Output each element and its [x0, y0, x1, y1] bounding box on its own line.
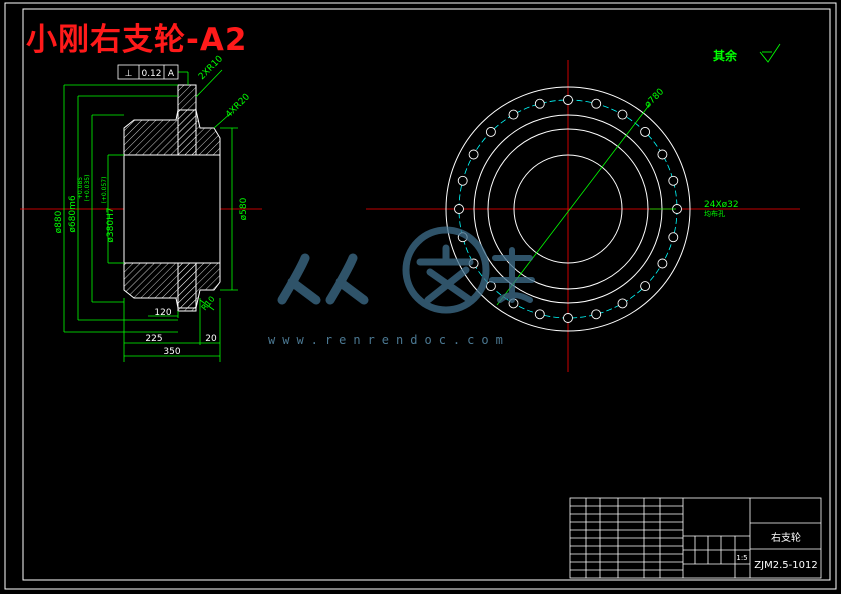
dim-text-120: 120: [154, 308, 171, 318]
diameter-leader: [496, 103, 651, 306]
bolt-hole: [640, 281, 651, 292]
bolt-hole: [563, 95, 573, 105]
outer-border: [4, 2, 837, 590]
tolerance-symbol: ⊥: [125, 69, 133, 79]
watermark-logo-icon: [277, 226, 535, 314]
bolt-holes: [454, 95, 682, 323]
roughness-symbol-icon: [759, 43, 781, 63]
bolt-hole: [454, 204, 464, 214]
title-block-drawing-number: ZJM2.5-1012: [754, 560, 817, 571]
dim-text-680: ø680m6: [68, 195, 78, 232]
title-block: [569, 497, 822, 579]
title-block-part-name: 右支轮: [771, 531, 801, 544]
roughness-note: 其余: [713, 48, 738, 63]
bolt-hole: [657, 149, 668, 160]
bolt-hole: [640, 126, 651, 137]
bolt-hole: [563, 313, 573, 323]
bolt-hole: [468, 149, 479, 160]
dim-text-holes: 24Xø32: [704, 200, 739, 210]
bolt-hole: [617, 298, 628, 309]
dim-text-20: 20: [205, 334, 217, 344]
bolt-hole: [657, 258, 668, 269]
title-block-scale: 1:5: [736, 554, 747, 562]
hub-lower: [123, 262, 221, 309]
dim-text-380: ø380H7: [106, 207, 116, 242]
dim-text-350: 350: [163, 347, 180, 357]
bolt-hole: [534, 309, 545, 320]
inner-border: [22, 8, 831, 581]
dim-text-880: ø880: [54, 210, 64, 233]
hub-upper: [123, 109, 221, 156]
watermark-url: www.renrendoc.com: [268, 333, 510, 347]
bolt-hole: [617, 109, 628, 120]
dim-text-680-upper: +0.085: [77, 177, 84, 199]
dim-text-225: 225: [145, 334, 162, 344]
section-view: ⊥ 0.12 A 2XR10 4XR20 R10 ø880 ø680m6 +0.…: [20, 54, 262, 362]
bolt-hole: [591, 98, 602, 109]
hole-note: 均布孔: [704, 209, 725, 218]
bolt-hole: [591, 309, 602, 320]
bolt-hole: [534, 98, 545, 109]
tolerance-value: 0.12: [141, 69, 161, 79]
end-view: ø780 24Xø32 均布孔: [366, 60, 800, 372]
bolt-hole: [668, 232, 679, 243]
hub-circle: [487, 128, 649, 290]
bore-outline: [123, 154, 221, 264]
bolt-hole: [508, 109, 519, 120]
drawing-title: 小刚右支轮-A2: [26, 22, 248, 58]
bolt-hole: [668, 175, 679, 186]
outer-circle: [445, 86, 691, 332]
callout-4xr20: 4XR20: [224, 92, 252, 120]
bore-circle: [513, 154, 623, 264]
dim-text-580: ø580: [239, 197, 249, 220]
bolt-hole: [457, 175, 468, 186]
datum-letter: A: [168, 69, 175, 79]
dim-text-780: ø780: [643, 87, 666, 110]
tolerance-frame: [117, 64, 179, 80]
dim-text-680-lower: (+0.035): [84, 175, 91, 202]
bolt-hole: [485, 126, 496, 137]
dim-text-380-tol: (+0.057): [101, 177, 108, 204]
